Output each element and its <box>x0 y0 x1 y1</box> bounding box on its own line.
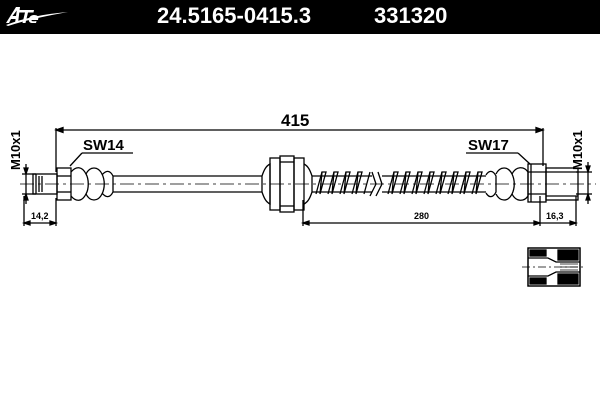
left-thread-label: M10x1 <box>8 130 23 170</box>
hose-length-label: 280 <box>414 211 429 221</box>
reference-number: 331320 <box>374 3 448 28</box>
overall-length-label: 415 <box>281 111 309 130</box>
right-thread-label: M10x1 <box>570 130 585 170</box>
ate-logo <box>6 7 68 26</box>
title-bar: 24.5165-0415.3 331320 <box>0 0 600 34</box>
right-fitting-length: 16,3 <box>546 211 564 221</box>
left-wrench-size: SW14 <box>83 137 125 154</box>
right-wrench-size: SW17 <box>468 137 509 154</box>
left-fitting-length: 14,2 <box>31 211 49 221</box>
part-number: 24.5165-0415.3 <box>157 3 312 28</box>
